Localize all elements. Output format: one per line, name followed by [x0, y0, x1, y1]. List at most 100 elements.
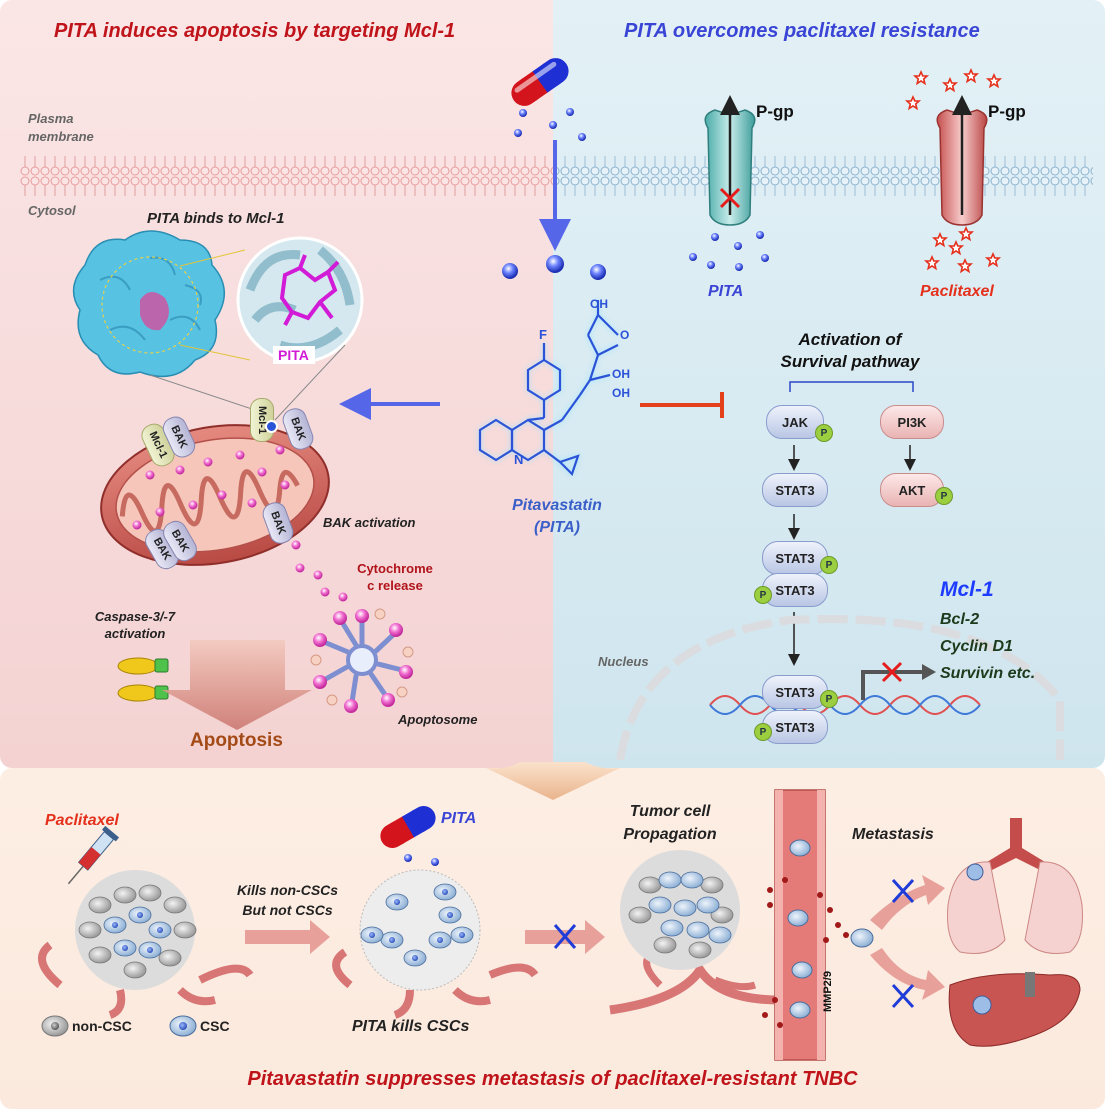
bak-activation-label: BAK activation: [323, 515, 416, 530]
pitavastatin-structure: [478, 300, 619, 477]
atom-f: F: [539, 327, 547, 342]
inhibition-arrow: [640, 392, 724, 418]
pathway-bracket: [789, 381, 914, 392]
apoptosome: [310, 608, 414, 713]
legend-noncsc-label: non-CSC: [72, 1018, 132, 1034]
circulating-cell: [850, 928, 874, 948]
nucleus-label: Nucleus: [598, 654, 649, 669]
bak-pill-2: BAK: [168, 423, 190, 451]
pita-kills-label: PITA kills CSCs: [352, 1018, 470, 1035]
transcription-arrow: [861, 661, 936, 700]
tumor-mass-initial: [38, 870, 254, 1019]
binds-title: PITA binds to Mcl-1: [147, 210, 285, 227]
plasma-membrane-label: Plasma membrane: [28, 111, 94, 144]
metastasis-arrow-lung: [870, 875, 945, 930]
section-arrow: [486, 762, 620, 800]
stat3-dimer-bottom: STAT3: [762, 573, 828, 607]
phospho-stat3-4: P: [754, 723, 772, 741]
tumor-label-2: Propagation: [623, 826, 717, 843]
pita-bottom-label: PITA: [441, 810, 477, 827]
stat3-nuclear-bottom: STAT3: [762, 710, 828, 744]
survival-title-1: Activation of: [798, 330, 902, 349]
tumor-mass-pita: [332, 869, 539, 1019]
legend-csc-label: CSC: [200, 1018, 230, 1034]
pita-bound-dot: [265, 420, 278, 433]
target-survivin: Survivin etc.: [940, 665, 1036, 682]
cytochrome-c-in-mito: [132, 445, 290, 530]
target-mcl1: Mcl-1: [940, 578, 994, 601]
phospho-stat3-2: P: [754, 586, 772, 604]
akt-node: AKT: [880, 473, 944, 507]
nuclear-envelope: [616, 615, 1064, 761]
tumor-label-1: Tumor cell: [629, 803, 711, 820]
target-cyclind1: Cyclin D1: [940, 638, 1013, 655]
pi3k-node: PI3K: [880, 405, 944, 439]
cytosol-label: Cytosol: [28, 203, 76, 218]
atom-n: N: [514, 452, 524, 467]
pgp-transporter-teal: [704, 95, 756, 226]
blocked-arrow-1: [525, 920, 605, 954]
bak-pill-1: BAK: [288, 415, 308, 443]
paclitaxel-transport-label: Paclitaxel: [920, 283, 994, 300]
cytochrome-c-released: [291, 540, 348, 602]
legend-cells: [41, 1015, 197, 1037]
metastasis-label: Metastasis: [852, 826, 934, 843]
kills-arrow: [245, 920, 330, 954]
phospho-jak: P: [815, 424, 833, 442]
bak-pill-5: BAK: [168, 527, 192, 555]
capsule-icon: [511, 58, 569, 106]
stat3-nuclear-top: STAT3: [762, 675, 828, 709]
tumor-mass-propagation: [609, 850, 781, 1015]
phospho-akt: P: [935, 487, 953, 505]
plasma-membrane-right: [553, 152, 1093, 196]
capsule-icon-bottom: [380, 806, 436, 848]
blood-droplets: [762, 877, 849, 1028]
phospho-stat3-1: P: [820, 556, 838, 574]
binding-zoom-inset: [236, 236, 364, 364]
stat3-node: STAT3: [762, 473, 828, 507]
pgp-label-red: P-gp: [988, 102, 1026, 121]
plasma-membrane-left: [20, 152, 553, 196]
left-panel-title: PITA induces apoptosis by targeting Mcl-…: [54, 20, 456, 42]
lungs-organ: [947, 818, 1083, 954]
mcl1-protein-structure: [72, 230, 226, 378]
pita-molecules-pgp: [689, 231, 769, 271]
compound-name: Pitavastatin: [512, 497, 602, 514]
apoptosis-label: Apoptosis: [190, 730, 283, 751]
phospho-stat3-3: P: [820, 690, 838, 708]
caspase-icons: [117, 657, 169, 702]
pgp-transporter-red: [936, 95, 988, 226]
pita-molecules-cytosol: [502, 255, 606, 280]
target-bcl2: Bcl-2: [940, 611, 980, 628]
compound-abbr: (PITA): [534, 519, 580, 536]
ligand-label: PITA: [278, 347, 309, 363]
blood-vessel: [774, 789, 826, 1061]
atom-oh-3: OH: [590, 297, 608, 311]
footer-title: Pitavastatin suppresses metastasis of pa…: [247, 1068, 858, 1090]
right-panel-title: PITA overcomes paclitaxel resistance: [624, 20, 980, 42]
dna-helix: [709, 695, 981, 715]
metastasis-arrow-liver: [870, 948, 945, 1009]
bak-pill-3: BAK: [268, 509, 288, 537]
atom-o: O: [620, 328, 630, 342]
kills-label-1: Kills non-CSCs: [236, 882, 339, 898]
apoptosis-arrow: [162, 640, 312, 730]
apoptosome-label: Apoptosome: [398, 712, 478, 727]
pita-transport-label: PITA: [708, 283, 744, 300]
atom-oh-1: OH: [612, 367, 630, 381]
caspase-label: Caspase-3/-7 activation: [94, 609, 176, 641]
stat3-dimer-top: STAT3: [762, 541, 828, 575]
paclitaxel-molecules: [904, 68, 1003, 274]
cytochrome-release-label: Cytochrome c release: [357, 561, 433, 593]
survival-title-2: Survival pathway: [780, 352, 920, 371]
kills-label-2: But not CSCs: [242, 902, 333, 918]
jak-node: JAK: [766, 405, 824, 439]
mmp-label: MMP2/9: [822, 971, 834, 1012]
paclitaxel-bottom-label: Paclitaxel: [45, 812, 119, 829]
liver-organ: [948, 972, 1081, 1047]
syringe-icon: [67, 825, 120, 885]
pita-molecules-top: [514, 108, 586, 141]
atom-oh-2: OH: [612, 386, 630, 400]
right-panel: [553, 0, 1105, 768]
